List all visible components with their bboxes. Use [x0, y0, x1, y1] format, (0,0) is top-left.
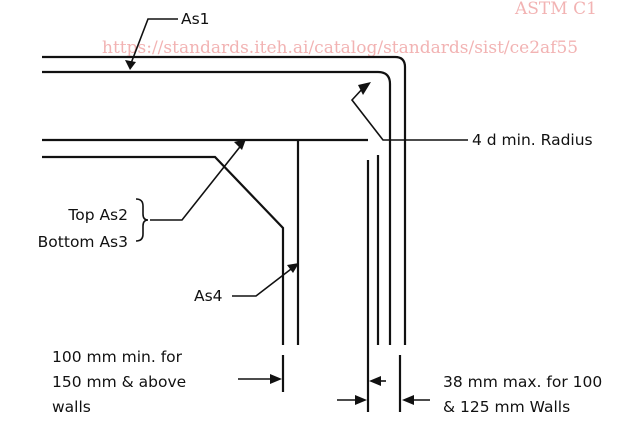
leader-as4: [232, 265, 296, 297]
arrowhead-min: [270, 374, 282, 384]
label-radius: 4 d min. Radius: [472, 131, 593, 149]
brace-as2-as3: [135, 198, 149, 242]
label-as4: As4: [194, 287, 223, 305]
arrowhead-as4: [287, 263, 299, 273]
label-max-line2: & 125 mm Walls: [443, 398, 570, 416]
arrowhead-max-right: [402, 395, 414, 405]
label-min-line2: 150 mm & above: [52, 373, 186, 391]
label-as1: As1: [181, 10, 210, 28]
label-max-line1: 38 mm max. for 100: [443, 373, 602, 391]
label-bottom-as3: Bottom As3: [38, 233, 128, 251]
label-min-line1: 100 mm min. for: [52, 348, 183, 366]
watermark-standard: ASTM C1: [514, 0, 597, 19]
arrowhead-as1: [125, 60, 136, 70]
arrowhead-max-left: [355, 395, 367, 405]
leader-radius: [350, 86, 468, 141]
arrowhead-as2-as3: [234, 139, 246, 150]
watermark-url: https://standards.iteh.ai/catalog/standa…: [102, 38, 578, 58]
leader-as1: [129, 18, 178, 67]
bar-as1-outer: [42, 55, 407, 345]
bar-as1-inner: [42, 70, 392, 345]
arrowhead-max-mid: [369, 376, 381, 386]
arrowhead-radius: [358, 82, 371, 95]
bar-as3-bottom: [42, 155, 285, 345]
label-min-line3: walls: [52, 398, 91, 416]
leader-as2-as3: [150, 142, 244, 221]
label-top-as2: Top As2: [67, 206, 128, 224]
